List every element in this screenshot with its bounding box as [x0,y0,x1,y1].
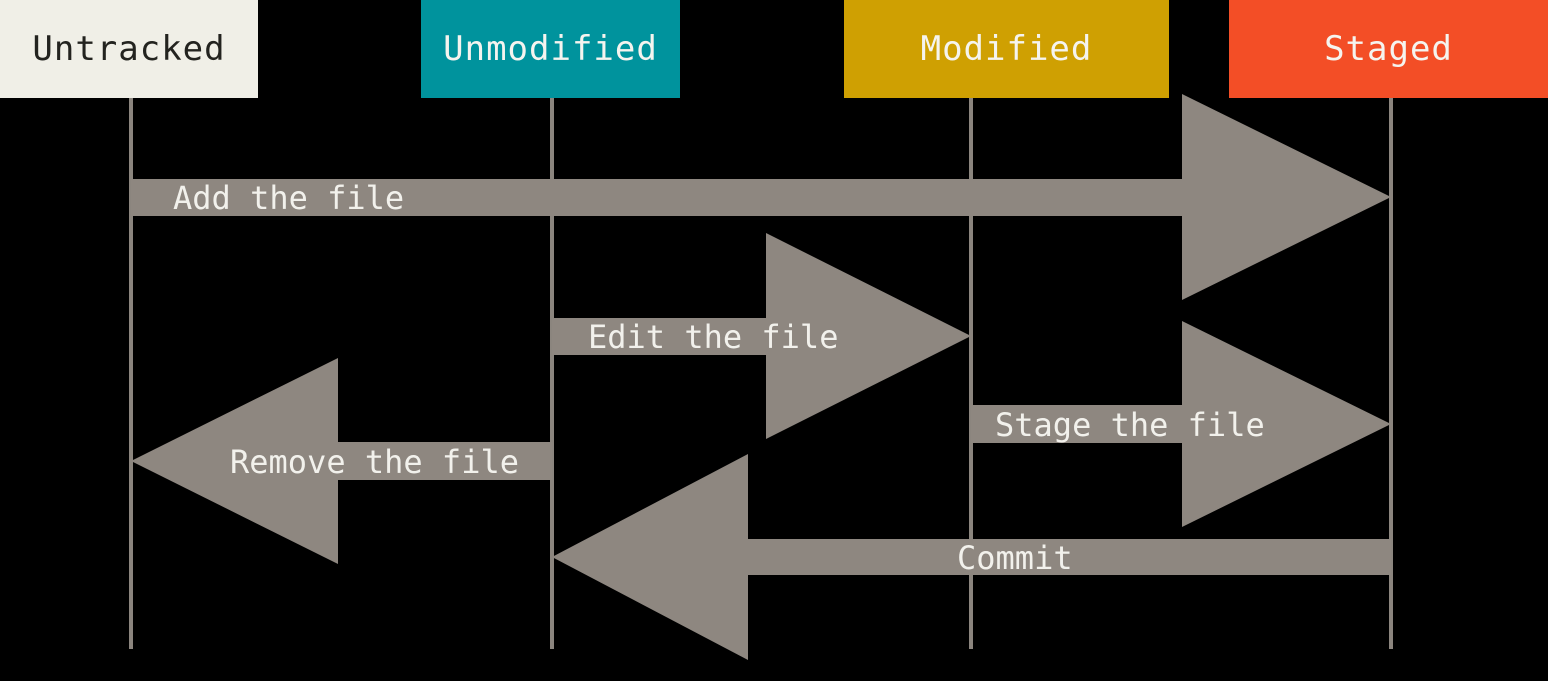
lifeline-modified [969,97,973,649]
state-box-modified: Modified [844,0,1169,98]
transition-edit-the-file-label: Edit the file [588,318,839,356]
lifeline-untracked [129,97,133,649]
transition-remove-the-file-shaft [338,442,552,480]
transition-commit-label: Commit [957,539,1073,577]
transition-commit-shaft [748,539,1391,575]
lifeline-unmodified [550,97,554,649]
transition-edit-the-file-shaft [552,318,768,355]
arrowhead-left-icon [552,454,748,660]
state-box-untracked: Untracked [0,0,258,98]
state-box-unmodified: Unmodified [421,0,680,98]
state-label-staged: Staged [1324,29,1453,69]
state-label-modified: Modified [920,29,1093,69]
state-box-staged: Staged [1229,0,1548,98]
transition-remove-the-file-label: Remove the file [230,443,519,481]
transition-stage-the-file-shaft [971,405,1184,443]
arrowhead-right-icon [1182,94,1391,300]
transition-add-the-file-shaft [131,179,1184,216]
state-label-unmodified: Unmodified [443,29,658,69]
state-label-untracked: Untracked [32,29,226,69]
transition-stage-the-file-label: Stage the file [995,406,1265,444]
transition-add-the-file-label: Add the file [173,179,405,217]
lifeline-staged [1389,97,1393,649]
